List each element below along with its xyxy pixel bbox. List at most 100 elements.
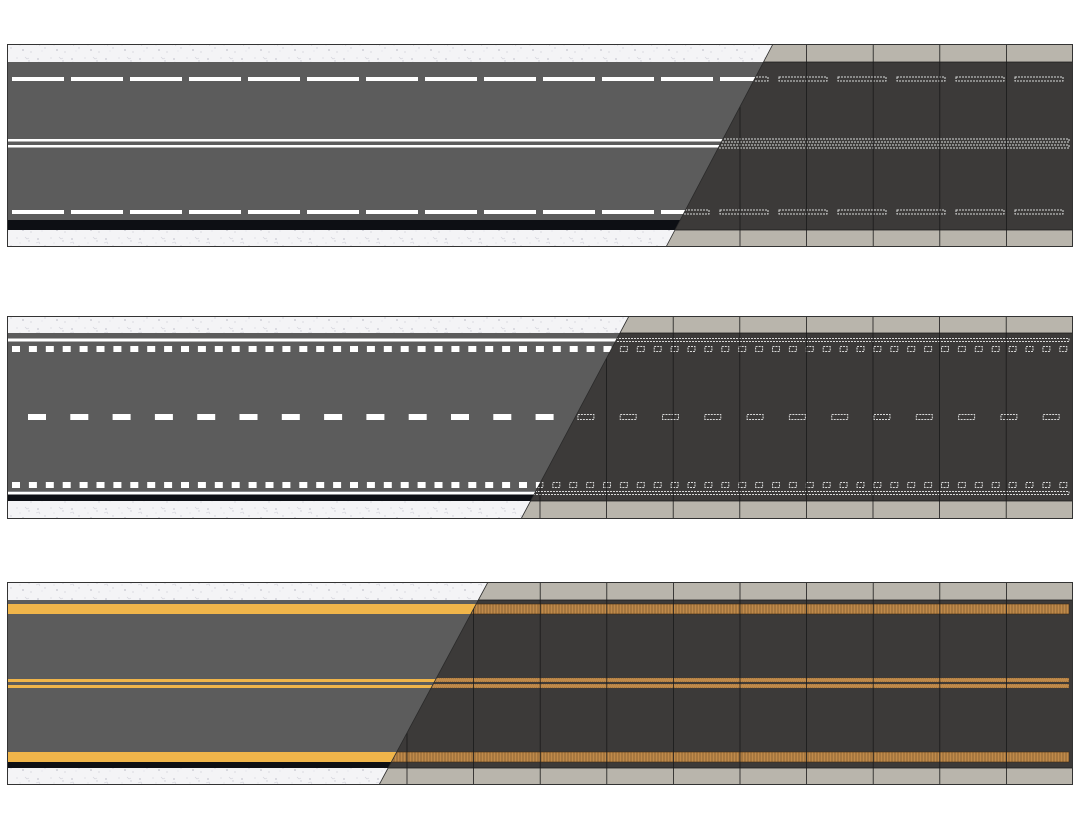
dot-mark bbox=[603, 346, 612, 352]
dot-mark bbox=[383, 346, 392, 352]
dot-mark bbox=[400, 482, 409, 488]
model-dot bbox=[1059, 482, 1068, 488]
diagonal-split-line bbox=[665, 44, 774, 247]
dot-mark bbox=[181, 346, 189, 352]
model-solid bbox=[666, 144, 1070, 149]
dot-mark bbox=[231, 482, 240, 488]
dot-mark bbox=[519, 482, 527, 488]
model-dot bbox=[873, 346, 882, 352]
model-dot bbox=[974, 346, 983, 352]
dot-mark bbox=[350, 346, 358, 352]
dot-mark bbox=[502, 482, 511, 488]
dash-mark bbox=[484, 77, 536, 81]
dash-mark bbox=[70, 414, 89, 420]
dot-mark bbox=[569, 346, 578, 352]
model-dot bbox=[839, 346, 848, 352]
model-dash bbox=[1042, 414, 1060, 420]
dot-mark bbox=[434, 482, 443, 488]
dash-mark bbox=[661, 77, 713, 81]
model-dot bbox=[1008, 346, 1017, 352]
model-dot bbox=[890, 482, 899, 488]
dot-mark bbox=[502, 346, 511, 352]
road-panel-white-dashed-two-lane bbox=[7, 44, 1073, 247]
dash-mark bbox=[366, 414, 385, 420]
dash-mark bbox=[189, 210, 241, 214]
model-asphalt bbox=[521, 333, 1073, 501]
solid-line bbox=[7, 338, 1073, 342]
dash-mark bbox=[366, 77, 418, 81]
dash-mark bbox=[425, 210, 477, 214]
dot-mark bbox=[113, 346, 122, 352]
model-dash bbox=[1000, 414, 1018, 420]
model-dot bbox=[1059, 346, 1068, 352]
dot-mark bbox=[434, 346, 443, 352]
dot-mark bbox=[552, 346, 561, 352]
model-dot bbox=[738, 482, 747, 488]
dot-mark bbox=[28, 346, 37, 352]
model-lane-line-bottom bbox=[666, 209, 1064, 215]
dash-mark bbox=[154, 414, 173, 420]
dot-mark bbox=[282, 346, 291, 352]
dot-mark bbox=[214, 346, 223, 352]
panel-border bbox=[7, 582, 1073, 785]
dot-mark bbox=[231, 346, 240, 352]
model-dot bbox=[704, 482, 713, 488]
model-dot bbox=[670, 482, 679, 488]
model-dash bbox=[1014, 209, 1064, 215]
model-edge-line-bottom bbox=[521, 491, 1070, 495]
model-hatch bbox=[379, 752, 1067, 762]
dot-mark bbox=[366, 482, 375, 488]
model-dash bbox=[896, 76, 946, 82]
dot-mark bbox=[164, 482, 173, 488]
dot-mark bbox=[519, 346, 527, 352]
model-dash bbox=[746, 414, 764, 420]
dash-mark bbox=[408, 414, 427, 420]
dash-mark bbox=[366, 210, 418, 214]
dot-mark bbox=[147, 346, 156, 352]
model-dash bbox=[837, 209, 887, 215]
dot-mark bbox=[316, 482, 325, 488]
model-dot bbox=[721, 482, 730, 488]
model-dot bbox=[822, 346, 831, 352]
model-dot bbox=[839, 482, 848, 488]
dash-mark bbox=[12, 210, 64, 214]
dark-edge-stripe bbox=[7, 220, 1073, 230]
model-dot bbox=[1042, 346, 1051, 352]
dot-mark bbox=[164, 346, 173, 352]
model-dash bbox=[896, 209, 946, 215]
dot-mark bbox=[181, 482, 189, 488]
model-solid bbox=[379, 677, 1070, 683]
dash-mark bbox=[535, 414, 554, 420]
model-dash bbox=[873, 414, 891, 420]
dash-mark bbox=[248, 210, 300, 214]
model-overlay bbox=[378, 582, 1073, 785]
dash-mark bbox=[189, 77, 241, 81]
dot-mark bbox=[316, 346, 325, 352]
model-dot bbox=[788, 346, 797, 352]
dot-mark bbox=[62, 482, 71, 488]
dash-mark bbox=[248, 77, 300, 81]
model-dot bbox=[991, 482, 1000, 488]
model-dot bbox=[856, 482, 865, 488]
dot-mark bbox=[265, 482, 274, 488]
model-dot bbox=[890, 346, 899, 352]
dot-mark bbox=[451, 346, 460, 352]
solid-line bbox=[7, 139, 1073, 142]
dot-mark bbox=[197, 482, 206, 488]
dash-mark bbox=[543, 77, 595, 81]
dash-mark bbox=[28, 414, 46, 420]
dash-mark bbox=[425, 77, 477, 81]
dot-mark bbox=[79, 346, 88, 352]
dot-mark bbox=[130, 346, 139, 352]
model-dash bbox=[778, 76, 828, 82]
model-dash bbox=[831, 414, 849, 420]
model-dot bbox=[788, 482, 797, 488]
model-dot bbox=[957, 346, 966, 352]
model-dash bbox=[837, 76, 887, 82]
dot-mark bbox=[265, 346, 274, 352]
model-dot bbox=[653, 346, 662, 352]
dot-mark bbox=[485, 346, 494, 352]
dot-mark bbox=[468, 482, 477, 488]
model-dot bbox=[1025, 482, 1034, 488]
